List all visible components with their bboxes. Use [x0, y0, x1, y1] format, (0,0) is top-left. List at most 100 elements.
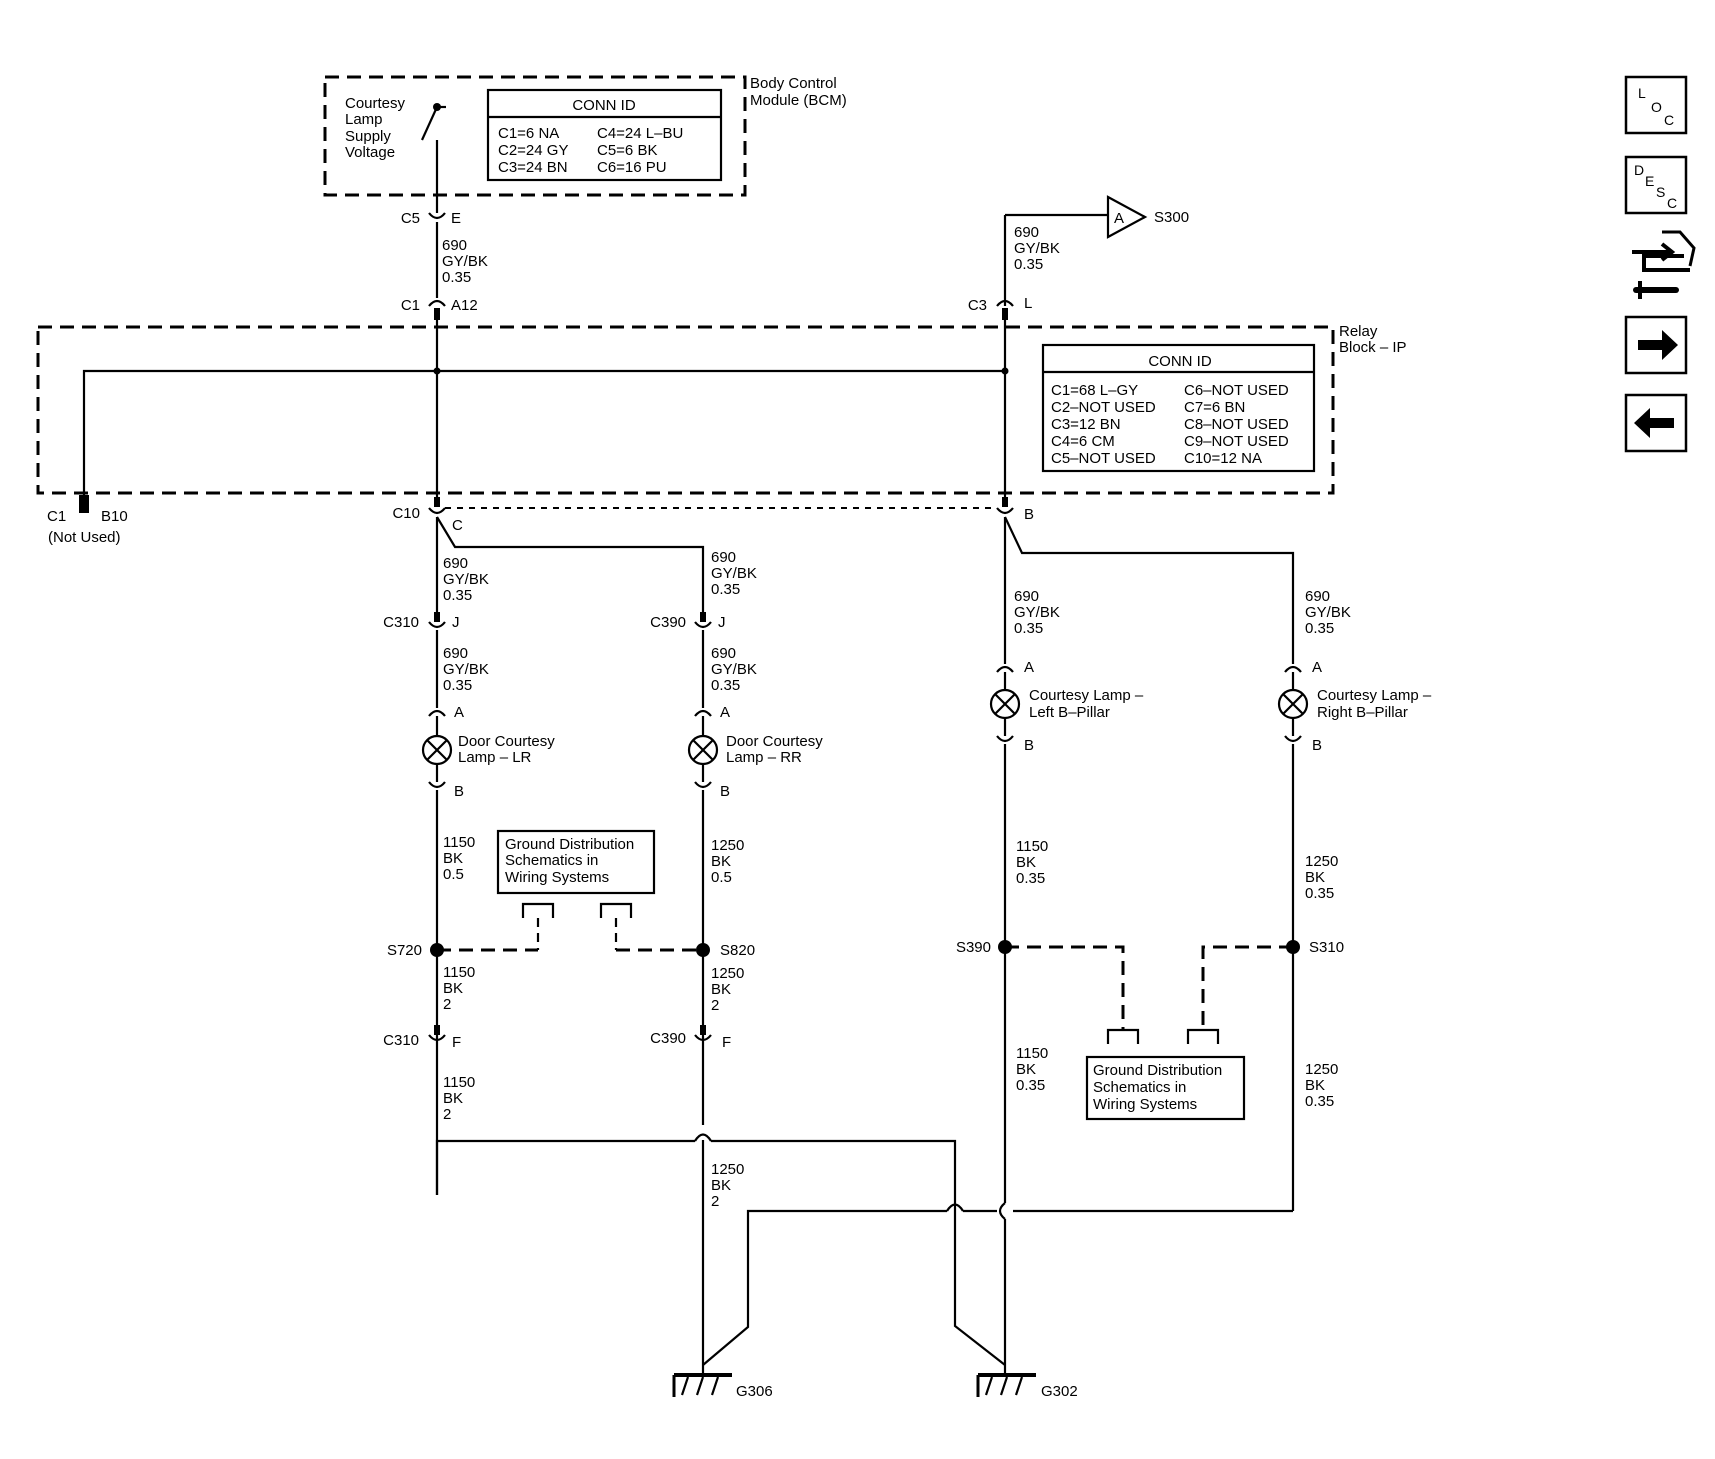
- ground-g306-label: G306: [736, 1383, 773, 1400]
- bcm-conn-6: C6=16 PU: [597, 159, 667, 176]
- connector-c1-b10-label: C1: [47, 508, 66, 525]
- ground-g306-icon: [672, 1373, 732, 1397]
- relay-conn-id-box: [1041, 343, 1316, 473]
- wire-label-g1-color: BK: [443, 850, 463, 867]
- connector-c390-j-label: C390: [650, 614, 686, 631]
- connector-c310-j-pin: J: [452, 614, 460, 631]
- wire-label-w1-color: GY/BK: [442, 253, 488, 270]
- lamp-right-label-1: Courtesy Lamp –: [1317, 687, 1432, 704]
- wire-label-g5-color: BK: [443, 1090, 463, 1107]
- relay-block-outline: [36, 325, 1335, 495]
- wire-label-w5-color: GY/BK: [443, 661, 489, 678]
- next-page-button[interactable]: [1624, 315, 1688, 375]
- bcm-conn-4: C4=24 L–BU: [597, 125, 683, 142]
- ground-distribution-1-line2: Schematics in: [505, 852, 598, 869]
- relay-block-title-line1: Relay: [1339, 323, 1378, 340]
- previous-page-button[interactable]: [1624, 393, 1688, 453]
- bcm-conn-5: C5=6 BK: [597, 142, 657, 159]
- bcm-switch-label-1: Courtesy: [345, 95, 406, 112]
- connector-c1-label: C1: [401, 297, 420, 314]
- wire-label-g9-color: BK: [1016, 1061, 1036, 1078]
- connector-c310-f-pin: F: [452, 1034, 461, 1051]
- connector-c1-b10-icon: [79, 495, 89, 513]
- relay-conn-4: C4=6 CM: [1051, 433, 1115, 450]
- ground-distribution-2-line2: Schematics in: [1093, 1079, 1186, 1096]
- relay-conn-1: C1=68 L–GY: [1051, 382, 1138, 399]
- bcm-switch-label-3: Supply: [345, 128, 391, 145]
- arrow-right-icon: [1638, 330, 1678, 360]
- wire-label-g2-size: 0.5: [711, 869, 732, 886]
- wire-label-g10-color: BK: [1305, 1077, 1325, 1094]
- door-lamp-rr-label-1: Door Courtesy: [726, 733, 823, 750]
- connector-c310-j-label: C310: [383, 614, 419, 631]
- door-lamp-rr-label-2: Lamp – RR: [726, 749, 802, 766]
- wire-label-g7-circuit: 1150: [1016, 838, 1048, 855]
- wire-label-w7-circuit: 690: [1014, 588, 1039, 605]
- wire-label-g8-circuit: 1250: [1305, 853, 1338, 870]
- relay-conn-10: C10=12 NA: [1184, 450, 1262, 467]
- wire-label-w3-color: GY/BK: [443, 571, 489, 588]
- wire-label-w2-color: GY/BK: [1014, 240, 1060, 257]
- wire-label-w6-size: 0.35: [711, 677, 740, 694]
- lamp-right-pin-a: A: [1312, 659, 1322, 676]
- connector-c10-c-icon: [428, 507, 446, 515]
- connector-c310-f-label: C310: [383, 1032, 419, 1049]
- connector-c1-pin: A12: [451, 297, 478, 314]
- wire-label-g4-size: 2: [711, 997, 719, 1014]
- desc-letter-d: D: [1634, 162, 1644, 178]
- connector-c10-label: C10: [392, 505, 420, 522]
- connector-c1-b10-pin: B10: [101, 508, 128, 525]
- wire-label-w3-circuit: 690: [443, 555, 468, 572]
- connector-c390-f-icon: [694, 1034, 712, 1042]
- loc-letter-o: O: [1651, 99, 1662, 115]
- wire-label-g1-circuit: 1150: [443, 834, 475, 851]
- bcm-switch-label-4: Voltage: [345, 144, 395, 161]
- relay-conn-8: C8–NOT USED: [1184, 416, 1289, 433]
- bcm-switch-label-2: Lamp: [345, 111, 383, 128]
- location-nav-button[interactable]: L O C: [1624, 75, 1688, 135]
- connector-c310-j-icon: [428, 621, 446, 629]
- connector-c390-j-pin: J: [718, 614, 726, 631]
- ground-distribution-box-2: [1085, 1055, 1246, 1121]
- lamp-right-pin-b: B: [1312, 737, 1322, 754]
- wire-label-g8-size: 0.35: [1305, 885, 1334, 902]
- wire-label-g9-size: 0.35: [1016, 1077, 1045, 1094]
- relay-conn-id-title: CONN ID: [1148, 353, 1212, 370]
- connector-c5-label: C5: [401, 210, 420, 227]
- connector-c3-label: C3: [968, 297, 987, 314]
- connector-repair-nav-icon[interactable]: [1632, 230, 1696, 299]
- lamp-right-b-pillar-bulb-icon: [1277, 688, 1309, 720]
- bcm-conn-2: C2=24 GY: [498, 142, 568, 159]
- wire-label-w5-size: 0.35: [443, 677, 472, 694]
- wire-label-g2-color: BK: [711, 853, 731, 870]
- splice-s720-dot: [430, 943, 444, 957]
- connector-c10-b-icon: [996, 507, 1014, 515]
- lamp-left-label-2: Left B–Pillar: [1029, 704, 1110, 721]
- connector-c1-a12-icon: [428, 299, 446, 307]
- lamp-left-b-pillar-bulb-icon: [989, 688, 1021, 720]
- lamp-right-label-2: Right B–Pillar: [1317, 704, 1408, 721]
- relay-block-title-line2: Block – IP: [1339, 339, 1407, 356]
- splice-s820-label: S820: [720, 942, 755, 959]
- splice-s390-label: S390: [956, 939, 991, 956]
- bcm-module-outline: [323, 75, 747, 197]
- wire-label-g6-circuit: 1250: [711, 1161, 744, 1178]
- description-nav-button[interactable]: D E S C: [1624, 155, 1688, 215]
- wire-label-w8-size: 0.35: [1305, 620, 1334, 637]
- relay-conn-9: C9–NOT USED: [1184, 433, 1289, 450]
- ground-distribution-box-1: [496, 829, 656, 895]
- splice-s300-label: S300: [1154, 209, 1189, 226]
- wire-label-g8-color: BK: [1305, 869, 1325, 886]
- wire-label-w6-color: GY/BK: [711, 661, 757, 678]
- door-lr-pin-a: A: [454, 704, 464, 721]
- relay-conn-6: C6–NOT USED: [1184, 382, 1289, 399]
- ground-distribution-1-line3: Wiring Systems: [505, 869, 609, 886]
- bcm-conn-id-title: CONN ID: [572, 97, 636, 114]
- ground-g302-icon: [976, 1373, 1036, 1397]
- wire-label-g6-size: 2: [711, 1193, 719, 1210]
- desc-letter-s: S: [1656, 184, 1665, 200]
- bcm-switch-icon: [420, 103, 446, 213]
- wire-label-g4-circuit: 1250: [711, 965, 744, 982]
- bcm-conn-1: C1=6 NA: [498, 125, 559, 142]
